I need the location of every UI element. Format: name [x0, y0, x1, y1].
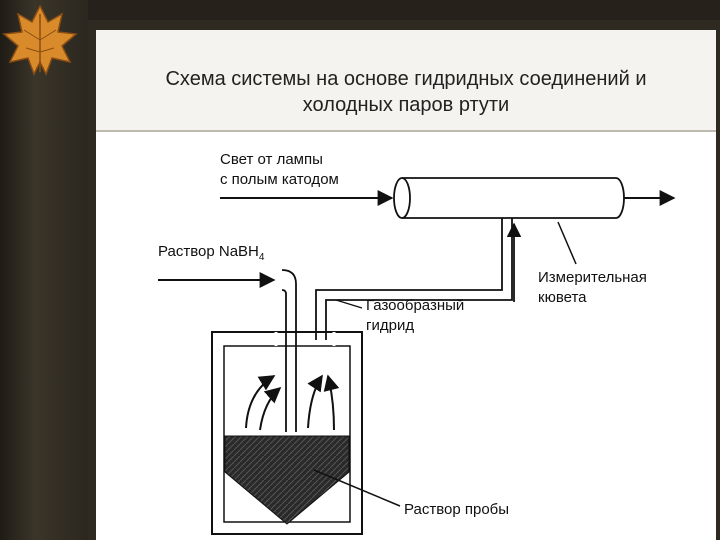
cell-pointer-line [557, 221, 577, 265]
sample-liquid [224, 435, 350, 525]
diagram-panel: Свет от лампы с полым катодом Раствор Na… [96, 132, 716, 540]
slide-title: Схема системы на основе гидридных соедин… [96, 66, 716, 118]
left-decor-bar [0, 0, 88, 540]
label-gas-hydride-2: гидрид [366, 317, 414, 334]
autumn-leaf-icon [2, 4, 78, 76]
title-line-1: Схема системы на основе гидридных соедин… [165, 68, 647, 90]
label-lamp-light-1: Свет от лампы [220, 151, 323, 168]
label-reagent-main: Раствор NaBH [158, 243, 259, 260]
label-reagent-subscript: 4 [259, 252, 265, 263]
title-panel: Схема системы на основе гидридных соедин… [96, 30, 716, 132]
title-line-2: холодных паров ртути [302, 94, 510, 116]
label-reagent: Раствор NaBH4 [158, 243, 265, 263]
measuring-cell [393, 177, 625, 219]
gas-hydride-pointer [335, 299, 363, 309]
gas-outlet-tube [315, 218, 513, 340]
reagent-tube [281, 269, 297, 432]
label-measuring-cell-2: кювета [538, 289, 587, 306]
label-lamp-light-2: с полым катодом [220, 171, 339, 188]
label-gas-hydride-1: Газообразный [366, 297, 464, 314]
sample-pointer-line [313, 469, 401, 507]
top-decor-bar [88, 0, 720, 20]
label-sample-solution: Раствор пробы [404, 501, 509, 518]
vapor-arrows [245, 374, 340, 431]
label-measuring-cell-1: Измерительная [538, 269, 647, 286]
hydride-system-diagram: Свет от лампы с полым катодом Раствор Na… [158, 151, 676, 535]
